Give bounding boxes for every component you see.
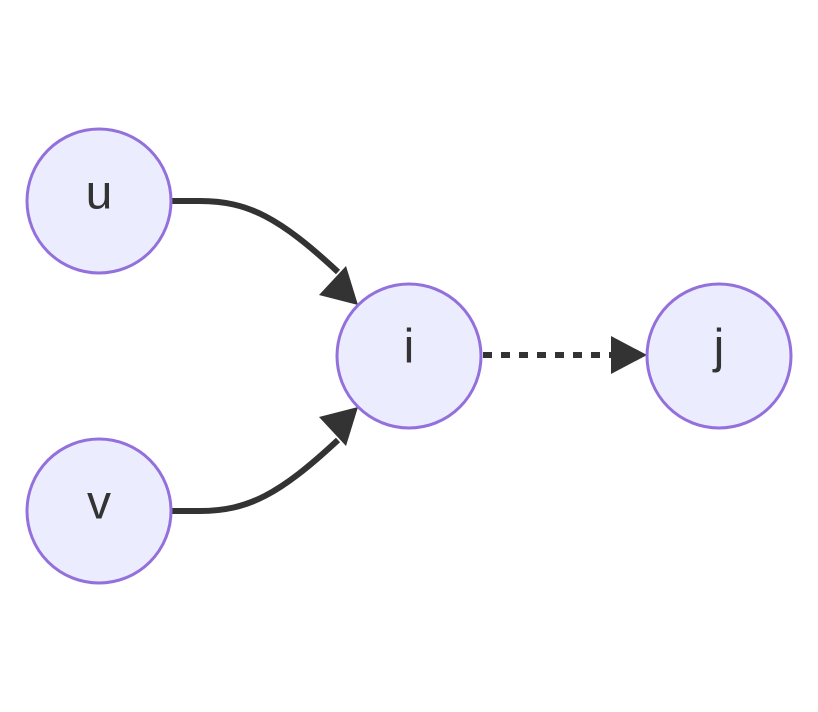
edge-i-to-j-arrowhead bbox=[611, 336, 647, 374]
node-u[interactable]: u bbox=[25, 127, 173, 275]
node-u-label: u bbox=[86, 167, 113, 220]
node-i-circle bbox=[335, 282, 483, 430]
node-v-label: v bbox=[87, 477, 111, 530]
node-v[interactable]: v bbox=[25, 437, 173, 585]
edge-u-to-i bbox=[172, 198, 358, 305]
edge-i-to-j bbox=[483, 336, 647, 374]
node-u-circle bbox=[25, 127, 173, 275]
edge-v-to-i bbox=[172, 407, 358, 514]
node-j-circle bbox=[645, 282, 793, 430]
edge-v-to-i-line bbox=[172, 437, 341, 514]
edge-v-to-i-arrowhead bbox=[319, 407, 358, 446]
edge-u-to-i-line bbox=[172, 198, 341, 275]
node-i-label: i bbox=[404, 321, 415, 374]
node-j[interactable]: j bbox=[645, 282, 793, 430]
node-j-label: j bbox=[712, 321, 725, 374]
node-v-circle bbox=[25, 437, 173, 585]
node-i[interactable]: i bbox=[335, 282, 483, 430]
edge-u-to-i-arrowhead bbox=[319, 266, 358, 305]
